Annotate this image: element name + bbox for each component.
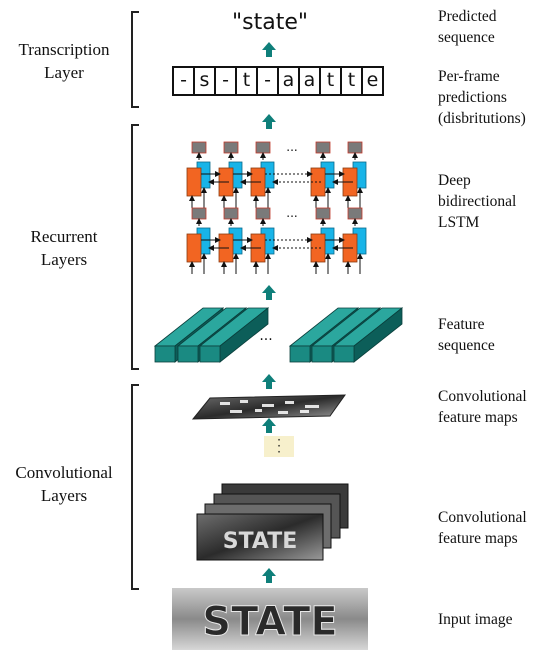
- lstm-output-unit: [315, 207, 331, 220]
- lstm-output-unit: [191, 141, 207, 154]
- predicted-sequence-label: Predicted sequence: [438, 8, 497, 46]
- frame-cell: a: [279, 68, 300, 94]
- arrow-up-icon: [262, 418, 276, 433]
- feature-map-text: STATE: [223, 529, 298, 554]
- frame-cell: -: [216, 68, 237, 94]
- lstm-output-unit: [347, 141, 363, 154]
- arrow-up-icon: [262, 374, 276, 389]
- lstm-output-unit: [255, 207, 271, 220]
- lstm-forward-cell: [310, 233, 326, 263]
- lstm-output-unit: [223, 207, 239, 220]
- frame-cell: e: [366, 69, 379, 91]
- lstm-ellipsis: ...: [286, 140, 297, 154]
- feature-block-front: [199, 345, 221, 363]
- convolutional-bracket: [131, 384, 139, 590]
- frame-cell: t: [321, 68, 342, 94]
- frame-cell: t: [342, 68, 363, 94]
- feature-block-front: [333, 345, 355, 363]
- lstm-output-unit: [223, 141, 239, 154]
- conv-feature-map-stack: STATE: [196, 483, 349, 561]
- lstm-output-unit: [347, 207, 363, 220]
- lstm-forward-cell: [186, 233, 202, 263]
- lstm-forward-cell: [310, 167, 326, 197]
- frame-cell: a: [300, 68, 321, 94]
- per-frame-predictions-label: Per-frame predictions (disbritutions): [438, 68, 526, 127]
- conv-feature-maps-top-label: Convolutional feature maps: [438, 388, 527, 426]
- conv-feature-maps-bottom-label: Convolutional feature maps: [438, 509, 527, 547]
- arrow-up-icon: [262, 285, 276, 300]
- feature-block-front: [311, 345, 333, 363]
- per-frame-predictions: - s - t - a a t t e: [172, 66, 384, 96]
- input-image: STATE: [172, 588, 368, 650]
- lstm-output-unit: [255, 141, 271, 154]
- arrow-up-icon: [262, 568, 276, 583]
- frame-cell: s: [195, 68, 216, 94]
- feature-sequence-blocks: ...: [153, 307, 404, 363]
- lstm-label: Deep bidirectional LSTM: [438, 172, 517, 231]
- recurrent-layers-label: Recurrent Layers: [30, 227, 98, 269]
- lstm-output-unit: [315, 141, 331, 154]
- transcription-layer-label: Transcription Layer: [18, 40, 110, 82]
- feature-sequence-label: Feature sequence: [438, 316, 495, 354]
- feature-block-front: [154, 345, 176, 363]
- lstm-network: ......: [186, 140, 367, 274]
- conv-feature-map-top: [191, 394, 346, 420]
- input-image-text: STATE: [202, 599, 337, 645]
- feature-block-front: [177, 345, 199, 363]
- arrow-up-icon: [262, 114, 276, 129]
- convolutional-layers-label: Convolutional Layers: [15, 463, 113, 505]
- recurrent-bracket: [131, 124, 139, 370]
- frame-cell: -: [174, 68, 195, 94]
- intermediate-layers-ellipsis: ···: [264, 434, 294, 458]
- feature-block-front: [289, 345, 311, 363]
- lstm-forward-cell: [186, 167, 202, 197]
- lstm-output-unit: [191, 207, 207, 220]
- predicted-output-text: "state": [232, 10, 308, 35]
- lstm-ellipsis: ...: [286, 206, 297, 220]
- frame-cell: -: [258, 68, 279, 94]
- frame-cell: t: [237, 68, 258, 94]
- arrow-up-icon: [262, 42, 276, 57]
- transcription-bracket: [131, 11, 139, 108]
- feature-sequence-ellipsis: ...: [259, 328, 272, 344]
- input-image-label: Input image: [438, 611, 513, 628]
